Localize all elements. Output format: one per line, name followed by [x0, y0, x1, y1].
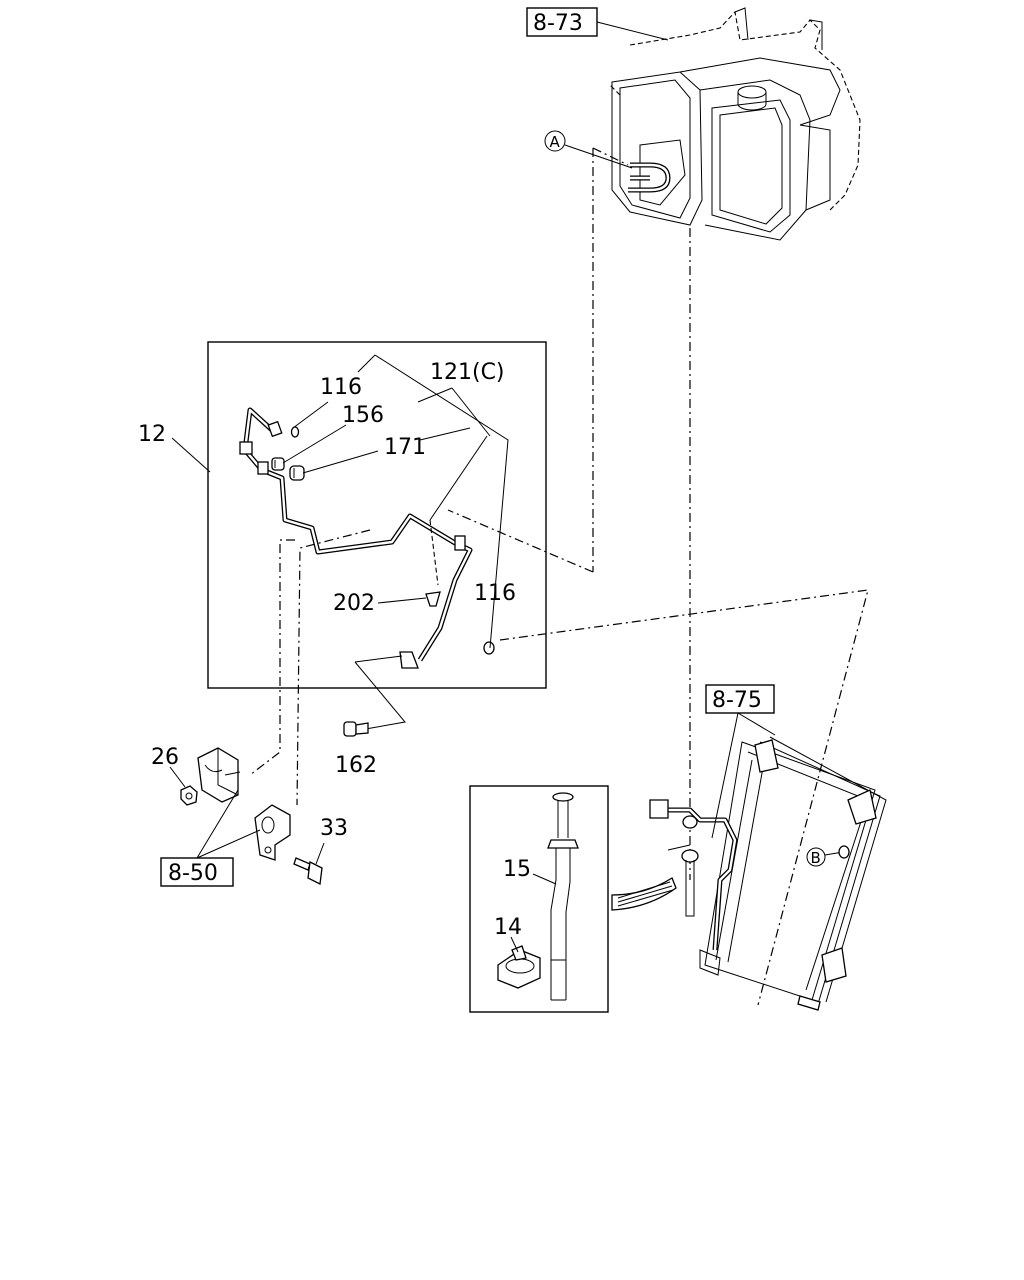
pipe-assembly: [239, 407, 473, 669]
label-33: 33: [320, 816, 348, 841]
label-15: 15: [503, 857, 531, 882]
condenser-fitting-b: [838, 845, 850, 859]
label-156: 156: [342, 403, 384, 428]
fitting-156: [271, 457, 285, 471]
label-14: 14: [494, 915, 522, 940]
callout-b-circle: [806, 847, 826, 867]
label-162: 162: [335, 753, 377, 778]
pipe-detail-frame: [207, 341, 547, 689]
label-116-bottom: 116: [474, 581, 516, 606]
label-12: 12: [138, 422, 166, 447]
label-202: 202: [333, 591, 375, 616]
hose-15: [547, 792, 579, 1001]
clip-14: [497, 945, 541, 989]
callout-b: B: [811, 849, 821, 867]
callout-a: A: [550, 133, 561, 151]
evaporator-unit: [609, 7, 861, 241]
ref-8-73: 8-73: [533, 11, 583, 36]
nut-26: [180, 785, 198, 806]
clamp-bracket-upper: [197, 747, 241, 803]
label-26: 26: [151, 745, 179, 770]
label-116-top: 116: [320, 375, 362, 400]
o-ring-116: [290, 426, 300, 438]
callout-a-circle: [544, 130, 566, 152]
ref-8-50: 8-50: [168, 861, 218, 886]
drain-hose-detail-frame: [469, 785, 609, 1013]
label-171: 171: [384, 435, 426, 460]
ref-box-8-75: [705, 684, 775, 714]
bolt-162: [343, 721, 369, 737]
bolt-33: [293, 857, 323, 885]
connector-a-line: [447, 147, 629, 573]
condenser: [649, 736, 887, 1011]
label-121c: 121(C): [430, 360, 505, 385]
switch-202: [425, 591, 441, 607]
clamp-bracket-lower: [254, 804, 291, 861]
fitting-171: [289, 465, 305, 481]
o-ring-116-lower: [483, 641, 495, 655]
ref-8-75: 8-75: [712, 688, 762, 713]
